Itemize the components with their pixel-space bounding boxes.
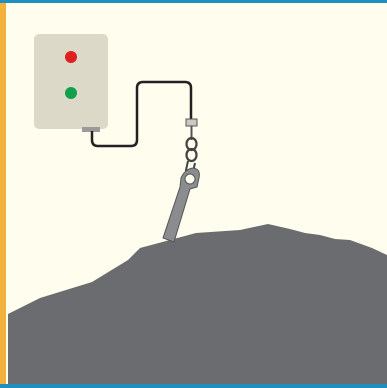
control-box [34,34,108,132]
sensor-eye [184,173,196,185]
border-left [0,0,6,388]
material-pile [8,224,387,384]
control-box-body [34,34,108,129]
sensor-cable [90,80,193,148]
red-light-icon [65,51,77,63]
tilt-sensor-icon [162,167,200,243]
level-sensor [162,118,200,243]
border-bottom [0,384,387,388]
cable-clamp [185,118,198,127]
cable-gland [82,127,100,132]
border-top [0,0,387,3]
green-light-icon [65,87,77,99]
chain-link-bottom [185,147,198,163]
